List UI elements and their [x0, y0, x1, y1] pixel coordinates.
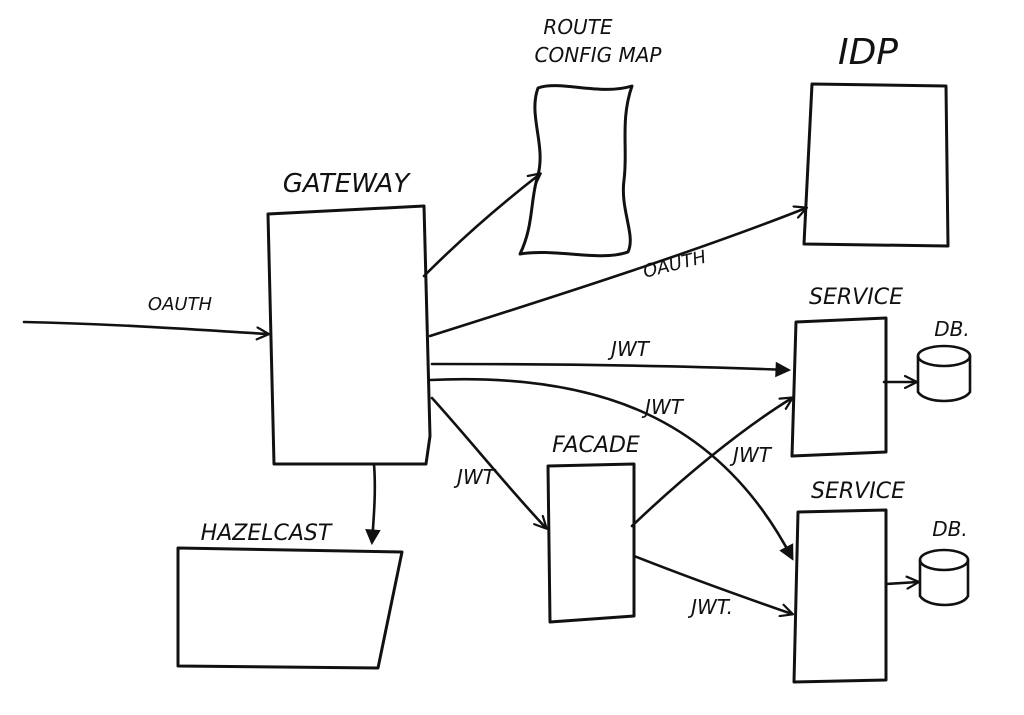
gateway-to-idp-edge: OAUTH [428, 208, 806, 338]
hazelcast-box [176, 546, 404, 670]
idp-node: IDP [802, 32, 950, 248]
service-bottom-box [792, 508, 888, 684]
gateway-box [266, 204, 432, 466]
service-bottom-label: SERVICE [811, 479, 905, 504]
service-top-node: SERVICE [790, 285, 903, 458]
idp-label: IDP [838, 32, 898, 73]
gateway-to-service-top-label: JWT [607, 337, 651, 361]
route-config-map-shape [518, 84, 634, 258]
service-top-label: SERVICE [809, 285, 903, 310]
gateway-to-hazelcast-edge [372, 462, 375, 542]
route-config-map-title-line2: CONFIG MAP [535, 43, 663, 67]
db-bottom-label: DB. [932, 517, 967, 541]
client-to-gateway-label: OAUTH [148, 294, 213, 315]
route-config-map-node: ROUTE CONFIG MAP [518, 15, 663, 258]
db-top-node: DB. [916, 317, 972, 403]
route-config-map-title-line1: ROUTE [543, 15, 612, 39]
db-top-cylinder [916, 344, 972, 403]
db-top-label: DB. [934, 317, 969, 341]
db-bottom-cylinder [918, 548, 970, 607]
gateway-to-facade-edge: JWT [430, 396, 546, 528]
service-bottom-to-db-edge [884, 582, 918, 584]
gateway-to-service-bottom-label: JWT [641, 395, 685, 419]
gateway-to-service-bottom-edge: JWT [428, 377, 792, 558]
gateway-to-route-config-edge [422, 174, 540, 278]
hazelcast-label: HAZELCAST [201, 521, 333, 546]
facade-to-service-top-edge: JWT [630, 398, 792, 528]
facade-label: FACADE [552, 433, 640, 458]
facade-to-service-bottom-edge: JWT. [632, 554, 792, 619]
facade-node: FACADE [546, 433, 640, 624]
gateway-to-idp-label: OAUTH [641, 247, 709, 283]
service-bottom-node: SERVICE [792, 479, 905, 684]
facade-box [546, 462, 636, 624]
idp-box [802, 82, 950, 248]
gateway-to-facade-label: JWT [453, 465, 497, 489]
facade-to-service-bottom-label: JWT. [687, 595, 733, 619]
gateway-label: GATEWAY [283, 169, 412, 199]
client-to-gateway-edge: OAUTH [22, 294, 268, 334]
facade-to-service-top-label: JWT [729, 443, 773, 467]
gateway-to-service-top-edge: JWT [430, 337, 788, 370]
db-bottom-node: DB. [918, 517, 970, 607]
gateway-node: GATEWAY [266, 169, 432, 466]
hazelcast-node: HAZELCAST [176, 521, 404, 670]
service-top-box [790, 316, 888, 458]
